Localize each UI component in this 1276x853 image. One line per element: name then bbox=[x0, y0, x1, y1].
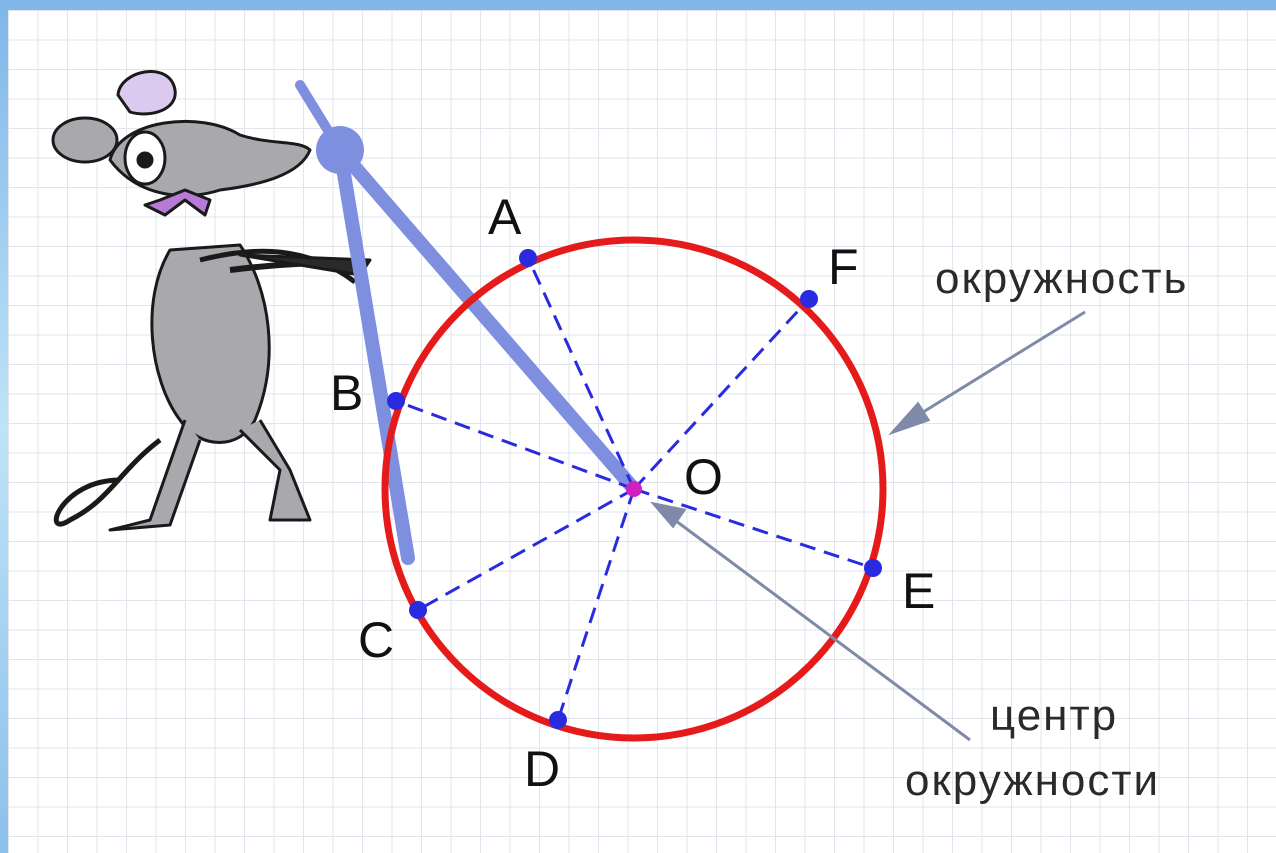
point-E bbox=[864, 559, 882, 577]
annotation-arrows bbox=[650, 310, 1086, 742]
radius-OE bbox=[633, 487, 874, 570]
radius-OB bbox=[395, 399, 635, 491]
label-center-line1: центр bbox=[990, 691, 1118, 740]
compass-icon bbox=[295, 80, 641, 565]
label-F: F bbox=[828, 239, 859, 295]
label-E: E bbox=[902, 563, 935, 619]
mouse-character bbox=[51, 70, 372, 532]
label-circle: окружность bbox=[935, 254, 1188, 303]
arrow-circle bbox=[906, 310, 1086, 424]
label-center-line2: окружности bbox=[905, 756, 1160, 805]
arrow-circle-head bbox=[888, 401, 931, 436]
point-C bbox=[409, 601, 427, 619]
point-B bbox=[387, 392, 405, 410]
point-A bbox=[519, 249, 537, 267]
point-O bbox=[626, 481, 642, 497]
label-A: A bbox=[488, 189, 522, 245]
radius-OC bbox=[417, 487, 635, 612]
label-C: C bbox=[358, 612, 394, 668]
label-B: B bbox=[330, 365, 363, 421]
radius-OA bbox=[526, 257, 636, 490]
point-D bbox=[549, 711, 567, 729]
radius-OF bbox=[632, 297, 811, 491]
circle bbox=[381, 236, 887, 742]
label-O: O bbox=[684, 449, 723, 505]
label-D: D bbox=[524, 741, 560, 797]
radii bbox=[395, 257, 874, 721]
arrow-center-head bbox=[650, 501, 687, 529]
point-F bbox=[800, 290, 818, 308]
points bbox=[387, 249, 882, 729]
arrow-center bbox=[667, 513, 971, 742]
radius-OD bbox=[556, 488, 636, 721]
